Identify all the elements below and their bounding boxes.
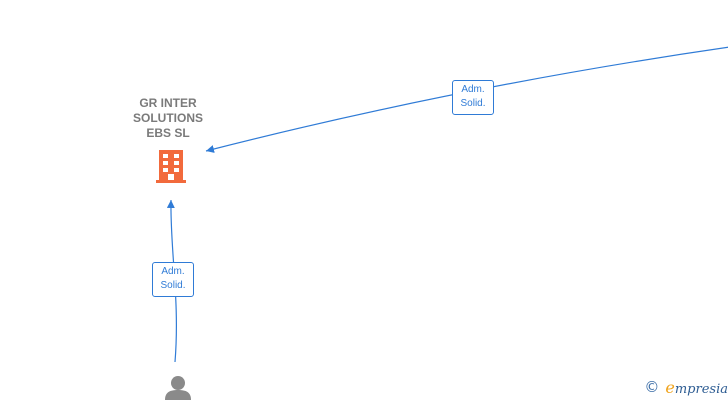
company-name[interactable]: GR INTER SOLUTIONS EBS SL	[132, 96, 203, 140]
watermark: © empresia	[644, 378, 728, 397]
edge-label-top-line2: Solid.	[460, 98, 486, 109]
building-icon[interactable]	[154, 148, 188, 184]
edge-label-left-line1: Adm.	[161, 266, 185, 277]
copyright-icon: ©	[644, 378, 660, 396]
brand-rest: mpresia	[674, 381, 728, 397]
edge-label-left-line2: Solid.	[160, 280, 186, 291]
edge-label-top-line1: Adm.	[461, 84, 485, 95]
edge-label-top[interactable]: Adm. Solid.	[452, 80, 494, 115]
person-icon[interactable]	[162, 374, 194, 400]
brand-logo: empresia	[665, 378, 728, 397]
edge-label-left[interactable]: Adm. Solid.	[152, 262, 194, 297]
brand-first-letter: e	[665, 377, 675, 397]
